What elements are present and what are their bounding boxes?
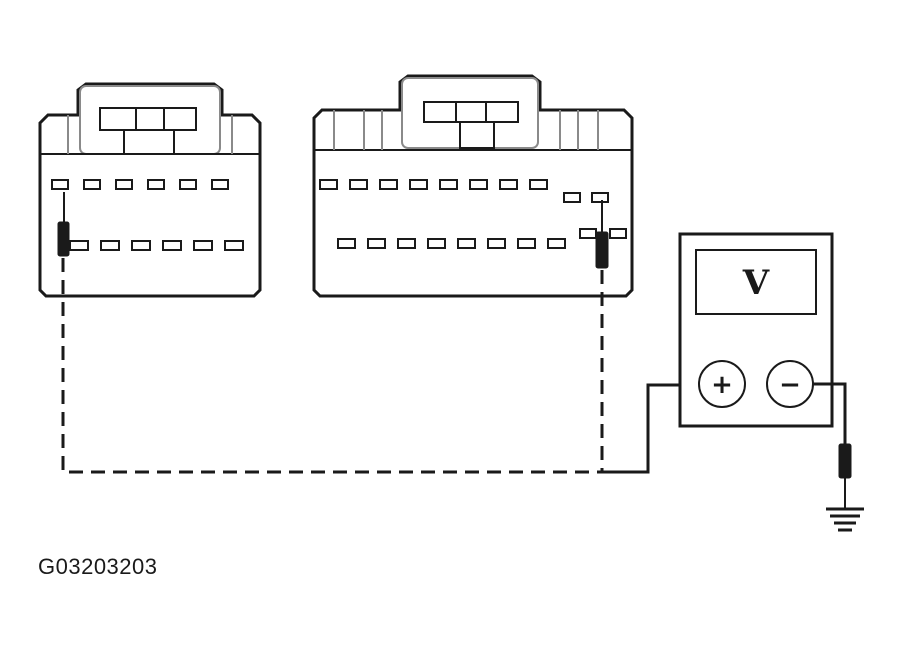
right-connector-extra-pin [579, 228, 597, 239]
connector-pin [397, 238, 416, 249]
connector-pin [115, 179, 133, 190]
connector-pin [457, 238, 476, 249]
connector-pin [427, 238, 446, 249]
connector-pin [529, 179, 548, 190]
connector-pin [319, 179, 338, 190]
connector-pin [409, 179, 428, 190]
voltmeter: V + − [678, 232, 834, 428]
right-connector-extra-pin [609, 228, 627, 239]
negative-terminal-symbol: − [779, 370, 801, 400]
right-connector-extra-pin [563, 192, 581, 203]
connector-pin [211, 179, 229, 190]
left-connector [38, 82, 262, 298]
connector-pin [147, 179, 165, 190]
connector-pin [69, 240, 89, 251]
connector-pin [517, 238, 536, 249]
connector-pin [193, 240, 213, 251]
left-probe [57, 192, 70, 257]
connector-pin [469, 179, 488, 190]
connector-pin [224, 240, 244, 251]
right-connector-bottom-pins [337, 238, 566, 249]
right-probe [595, 200, 609, 269]
connector-pin [547, 238, 566, 249]
right-connector-top-pins [319, 179, 548, 190]
connector-pin [379, 179, 398, 190]
ground-icon [826, 507, 864, 532]
connector-pin [487, 238, 506, 249]
meter-unit-symbol: V [742, 263, 770, 303]
connector-pin [162, 240, 182, 251]
positive-lead-wire [602, 383, 700, 474]
left-connector-top-pins [51, 179, 229, 190]
connector-pin [367, 238, 386, 249]
left-test-lead [61, 258, 602, 474]
connector-pin [100, 240, 120, 251]
positive-terminal [698, 360, 746, 408]
right-connector-probed-pin-top [591, 192, 609, 203]
connector-pin [131, 240, 151, 251]
left-connector-bottom-pins [69, 240, 244, 251]
connector-pin [51, 179, 69, 190]
connector-pin [349, 179, 368, 190]
positive-terminal-symbol: + [711, 370, 733, 400]
connector-pin [179, 179, 197, 190]
connector-pin [439, 179, 458, 190]
ground-probe [838, 443, 852, 479]
connector-pin [499, 179, 518, 190]
figure-id-label: G03203203 [38, 554, 158, 579]
connector-pin [337, 238, 356, 249]
negative-lead-wire [812, 382, 847, 444]
meter-display [695, 249, 817, 315]
right-connector [312, 74, 634, 298]
connector-pin [83, 179, 101, 190]
